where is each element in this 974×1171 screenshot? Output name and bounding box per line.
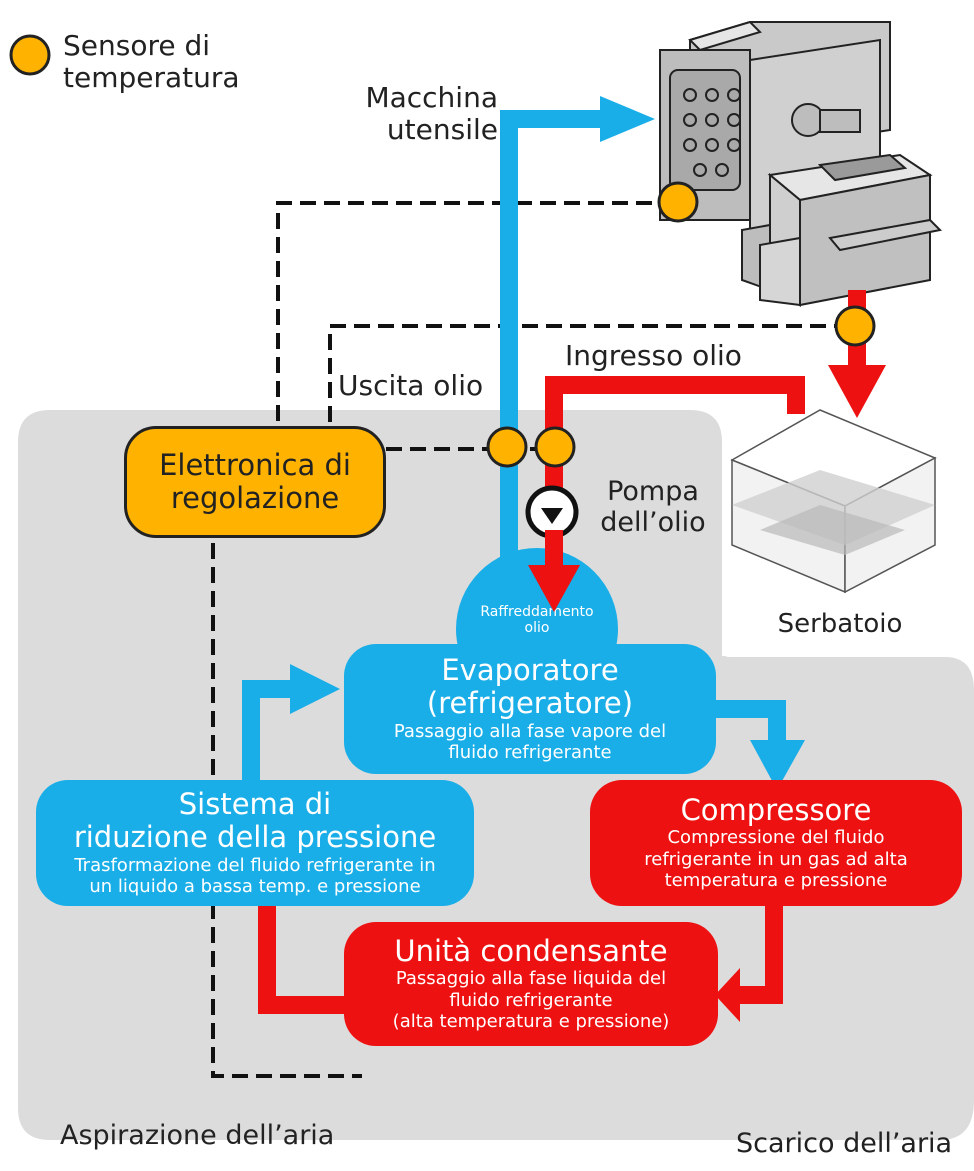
controller-line1: Elettronica di	[159, 447, 351, 482]
wire-air-intake	[211, 543, 362, 1078]
tank-label: Serbatoio	[777, 609, 903, 639]
condenser-title: Unità condensante	[394, 933, 668, 968]
legend-sensor-icon	[9, 34, 51, 76]
unit-panel	[18, 410, 974, 1140]
pressure-reduction-desc-line1: Trasformazione del fluido refrigerante i…	[74, 854, 436, 876]
evaporator-title-line2: (refrigeratore)	[426, 686, 634, 721]
oil-outlet-label: Uscita olio	[338, 369, 484, 402]
evaporator-desc-line1: Passaggio alla fase vapore del	[393, 720, 667, 742]
pressure-reduction-title-line1: Sistema di	[178, 787, 332, 822]
oil-cooling-label: Raffreddamento olio	[480, 604, 594, 637]
condenser-box: Unità condensante Passaggio alla fase li…	[344, 922, 718, 1046]
compressor-title: Compressore	[680, 792, 872, 827]
wire-return-sensor	[328, 324, 850, 432]
machine-tool-icon	[659, 20, 943, 308]
compressor-desc-line3: temperatura e pressione	[664, 870, 888, 892]
condenser-desc-line1: Passaggio alla fase liquida del	[395, 968, 667, 990]
pressure-reduction-title-line2: riduzione della pressione	[73, 820, 437, 855]
wire-machine-sensor	[276, 201, 676, 432]
tank-icon	[730, 409, 937, 594]
oil-outlet-pipe	[500, 96, 655, 588]
controller-box: Elettronica di regolazione	[124, 426, 386, 538]
sensor-oil-in	[534, 426, 576, 468]
controller-line2: regolazione	[170, 481, 340, 515]
pressure-reduction-box: Sistema di riduzione della pressione Tra…	[36, 780, 474, 906]
condenser-desc-line3: (alta temperatura e pressione)	[392, 1011, 670, 1033]
pump-label: Pompa dell’olio	[600, 476, 706, 539]
oil-pump-icon	[525, 485, 579, 539]
evaporator-title-line1: Evaporatore	[441, 653, 619, 688]
condenser-desc-line2: fluido refrigerante	[449, 989, 613, 1011]
air-exhaust-label: Scarico dell’aria	[736, 1128, 953, 1159]
evaporator-desc-line2: fluido refrigerante	[448, 742, 612, 764]
oil-inlet-label: Ingresso olio	[565, 339, 742, 372]
sensor-oil-out	[486, 426, 528, 468]
sensor-machine	[657, 181, 699, 223]
machine-tool-label: Macchina utensile	[365, 81, 498, 147]
temperature-sensors	[9, 34, 876, 468]
compressor-box: Compressore Compressione del fluido refr…	[590, 780, 962, 906]
sensor-return	[834, 305, 876, 347]
evaporator-box: Evaporatore (refrigeratore) Passaggio al…	[344, 644, 716, 774]
compressor-desc-line2: refrigerante in un gas ad alta	[644, 848, 908, 870]
pressure-reduction-desc-line2: un liquido a bassa temp. e pressione	[89, 876, 421, 898]
air-intake-label: Aspirazione dell’aria	[60, 1120, 335, 1151]
compressor-desc-line1: Compressione del fluido	[667, 827, 885, 849]
legend-sensor-label: Sensore di temperatura	[63, 29, 240, 95]
